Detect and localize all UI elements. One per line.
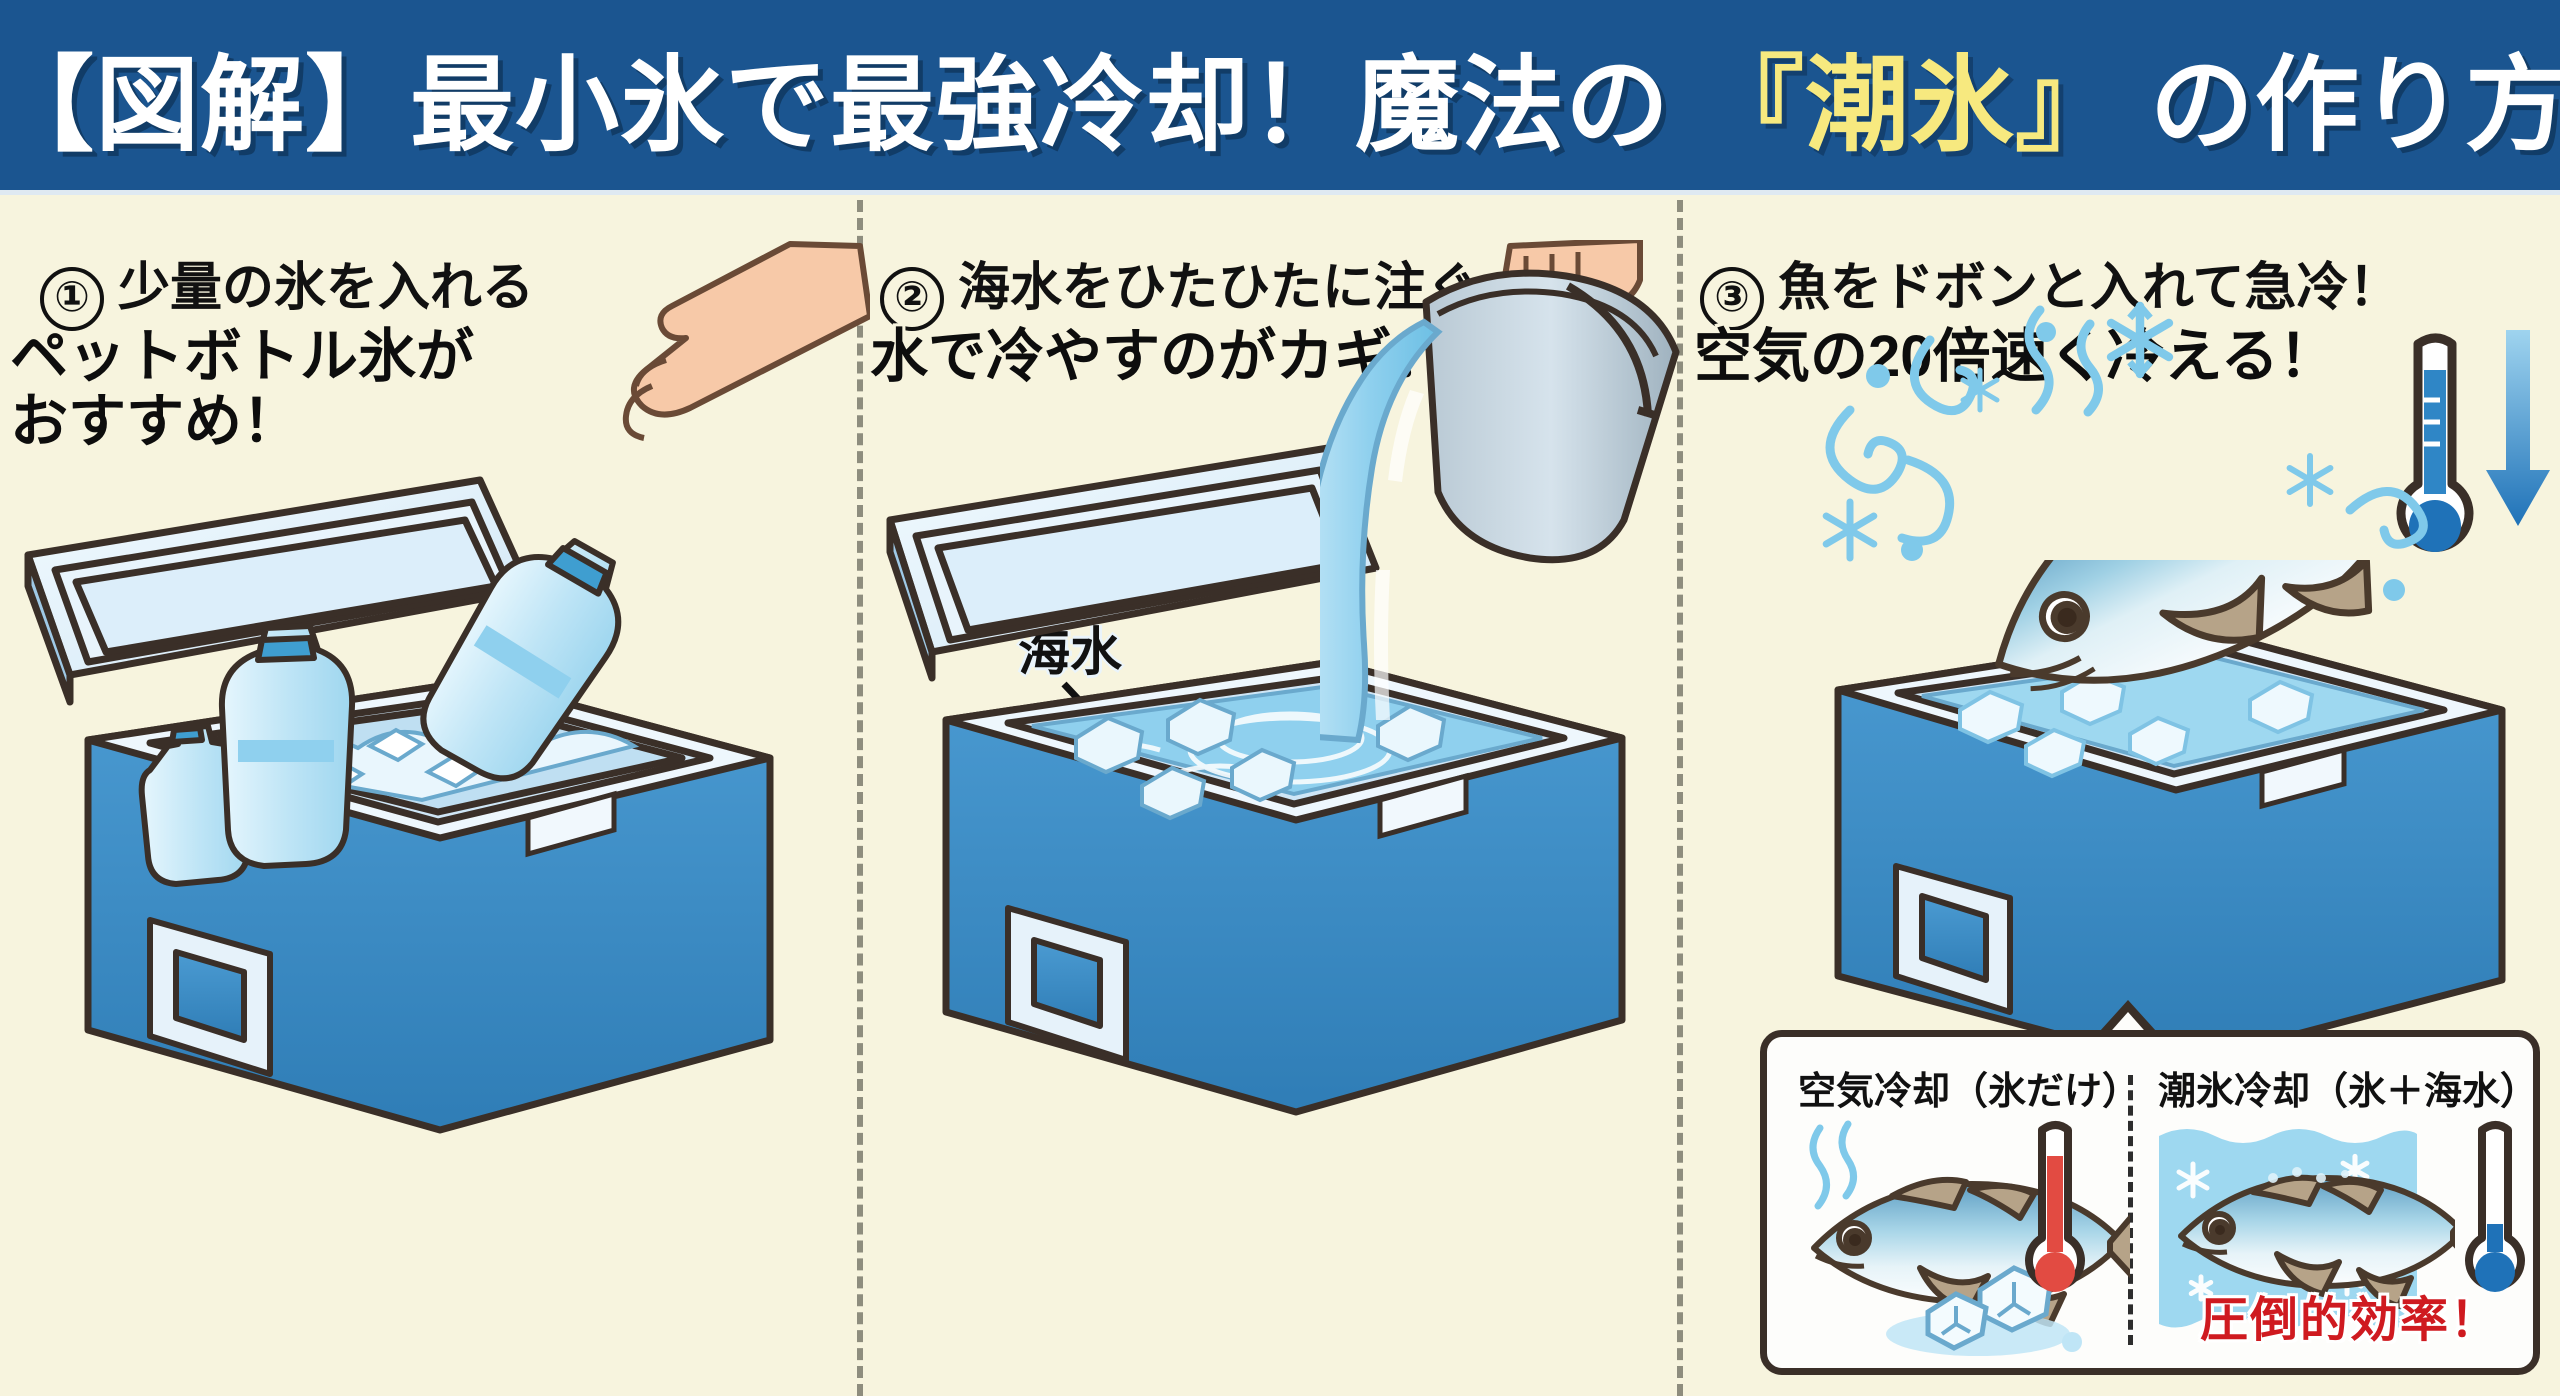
cooler-ice-bottles-illustration: [24, 476, 774, 1134]
efficiency-badge: 圧倒的効率！: [2200, 1294, 2501, 1347]
step-2-heading-text: 海水をひたひたに注ぐ: [958, 259, 1479, 317]
cold-effects-icons: [1822, 301, 2428, 601]
panel-divider-1: [857, 200, 863, 1396]
red-thermometer-icon: [2025, 1121, 2085, 1292]
temperature-down-arrow-icon: [2486, 330, 2550, 526]
blue-thermometer-small-icon: [2465, 1121, 2525, 1292]
title-underline: [0, 190, 2560, 195]
cooler-with-seawater-illustration: [886, 444, 1626, 1116]
title-prefix: 【図解】最小氷で最強冷却！魔法の: [0, 47, 1700, 164]
comparison-card-divider: [2128, 1075, 2133, 1345]
title-bar: 【図解】最小氷で最強冷却！魔法の 『潮氷』 の作り方: [0, 0, 2560, 190]
heat-wave-icon: [1809, 1120, 1857, 1210]
title-suffix: の作り方: [2120, 47, 2560, 164]
bucket-pouring-seawater-illustration: [1320, 240, 1680, 744]
step-1-subtitle: ペットボトル氷が おすすめ！: [10, 324, 475, 454]
step-1-number: ①: [40, 267, 104, 331]
comparison-right-title: 潮氷冷却（氷＋海水）: [2158, 1071, 2539, 1113]
step-2-number: ②: [880, 267, 944, 331]
seawater-cooling-fish-icon: [2159, 1129, 2455, 1329]
title-highlight: 『潮氷』: [1700, 47, 2121, 164]
step-3-number: ③: [1700, 267, 1764, 331]
panel-divider-2: [1677, 200, 1683, 1396]
melting-ice-icon: [1886, 1265, 2082, 1356]
step-2-subtitle: 水で冷やすのがカギ！: [870, 324, 1451, 389]
steam-wave-icon: [2024, 305, 2103, 417]
step-3-subtitle: 空気の20倍速く冷える！: [1694, 324, 2337, 389]
swirl-icon: [1825, 335, 1978, 546]
cooler-with-fish-illustration: [1834, 560, 2506, 1040]
step-1-heading-text: 少量の氷を入れる: [118, 259, 535, 317]
comparison-left-title: 空気冷却（氷だけ）: [1798, 1071, 2141, 1113]
hand-holding-bottle-icon: [622, 241, 870, 441]
blue-thermometer-icon: [2396, 333, 2474, 552]
page-title: 【図解】最小氷で最強冷却！魔法の 『潮氷』 の作り方: [0, 20, 2560, 171]
snowflake-icon: [1822, 301, 2405, 601]
step-3-heading-text: 魚をドボンと入れて急冷！: [1778, 259, 2401, 317]
